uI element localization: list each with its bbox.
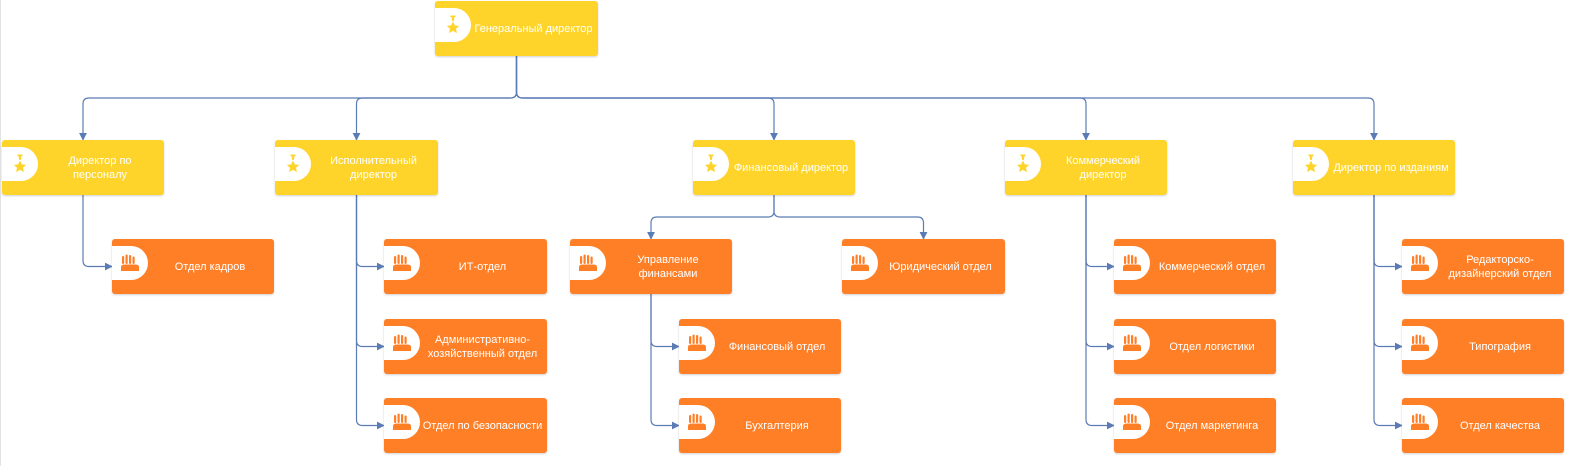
people-group-icon	[1402, 405, 1438, 439]
node-admin-dept[interactable]: Административно-хозяйственный отдел	[384, 319, 547, 374]
people-group-icon	[1402, 326, 1438, 360]
medal-star-icon	[435, 8, 471, 42]
medal-star-icon	[275, 147, 311, 181]
node-label: Юридический отдел	[889, 260, 992, 273]
node-label: Коммерческий директор	[1065, 154, 1141, 181]
node-label: Финансовый директор	[733, 161, 849, 174]
node-label: Директор по персоналу	[68, 154, 132, 181]
people-group-icon	[679, 405, 715, 439]
node-legal-dept[interactable]: Юридический отдел	[842, 239, 1005, 294]
connector-ceo-exec_director	[352, 56, 518, 141]
node-label: Управление финансами	[637, 253, 699, 280]
medal-star-icon	[693, 147, 729, 181]
people-group-icon	[1114, 246, 1150, 280]
node-label: Редакторско-дизайнерский отдел	[1448, 253, 1552, 280]
node-label: Директор по изданиям	[1333, 161, 1449, 174]
people-group-icon	[1402, 246, 1438, 280]
connector-exec_director-it_dept	[355, 195, 385, 271]
node-label: Отдел по безопасности	[422, 419, 543, 432]
node-design-dept[interactable]: Редакторско-дизайнерский отдел	[1402, 239, 1564, 294]
node-label: Отдел качества	[1459, 419, 1541, 432]
node-label: Коммерческий отдел	[1158, 260, 1266, 273]
node-printing[interactable]: Типография	[1402, 319, 1564, 374]
connector-hr_director-hr_dept	[82, 195, 113, 271]
node-label: Типография	[1469, 340, 1531, 353]
connector-exec_director-admin_dept	[355, 195, 385, 351]
node-fin-dept[interactable]: Финансовый отдел	[679, 319, 841, 374]
people-group-icon	[112, 246, 148, 280]
node-label: Административно-хозяйственный отдел	[427, 333, 538, 360]
connector-fin_mgmt-accounting	[650, 294, 680, 430]
connector-com_director-com_dept	[1085, 195, 1115, 271]
node-com-dept[interactable]: Коммерческий отдел	[1114, 239, 1276, 294]
medal-star-icon	[1293, 147, 1329, 181]
node-security-dept[interactable]: Отдел по безопасности	[384, 398, 547, 453]
people-group-icon	[570, 246, 606, 280]
node-exec-director[interactable]: Исполнительный директор	[275, 140, 438, 195]
connector-com_director-marketing_dept	[1085, 195, 1115, 430]
medal-star-icon	[2, 147, 38, 181]
people-group-icon	[384, 405, 420, 439]
medal-star-icon	[1005, 147, 1041, 181]
people-group-icon	[1114, 405, 1150, 439]
node-label: Генеральный директор	[474, 22, 593, 35]
node-ceo[interactable]: Генеральный директор	[435, 1, 598, 56]
node-logistics-dept[interactable]: Отдел логистики	[1114, 319, 1276, 374]
node-pub-director[interactable]: Директор по изданиям	[1293, 140, 1455, 195]
people-group-icon	[842, 246, 878, 280]
connector-com_director-logistics_dept	[1085, 195, 1115, 351]
people-group-icon	[1114, 326, 1150, 360]
connector-exec_director-security_dept	[355, 195, 385, 430]
connector-pub_director-printing	[1373, 195, 1403, 351]
node-accounting[interactable]: Бухгалтерия	[679, 398, 841, 453]
node-marketing-dept[interactable]: Отдел маркетинга	[1114, 398, 1276, 453]
node-label: Отдел маркетинга	[1165, 419, 1259, 432]
node-fin-mgmt[interactable]: Управление финансами	[570, 239, 732, 294]
node-it-dept[interactable]: ИТ-отдел	[384, 239, 547, 294]
connector-fin_director-fin_mgmt	[647, 195, 775, 240]
node-com-director[interactable]: Коммерческий директор	[1005, 140, 1167, 195]
left-border	[0, 0, 1, 466]
connector-pub_director-quality_dept	[1373, 195, 1403, 430]
connector-fin_director-legal_dept	[773, 195, 928, 240]
node-label: Отдел логистики	[1169, 340, 1255, 353]
node-label: Финансовый отдел	[728, 340, 826, 353]
connector-ceo-pub_director	[515, 56, 1378, 141]
node-label: Бухгалтерия	[745, 419, 809, 432]
connector-fin_mgmt-fin_dept	[650, 294, 680, 351]
node-label: Отдел кадров	[174, 260, 246, 273]
node-hr-dept[interactable]: Отдел кадров	[112, 239, 274, 294]
connector-pub_director-design_dept	[1373, 195, 1403, 271]
people-group-icon	[384, 246, 420, 280]
people-group-icon	[679, 326, 715, 360]
node-quality-dept[interactable]: Отдел качества	[1402, 398, 1564, 453]
node-label: ИТ-отдел	[458, 260, 507, 273]
people-group-icon	[384, 326, 420, 360]
node-hr-director[interactable]: Директор по персоналу	[2, 140, 164, 195]
node-fin-director[interactable]: Финансовый директор	[693, 140, 855, 195]
node-label: Исполнительный директор	[330, 154, 417, 181]
